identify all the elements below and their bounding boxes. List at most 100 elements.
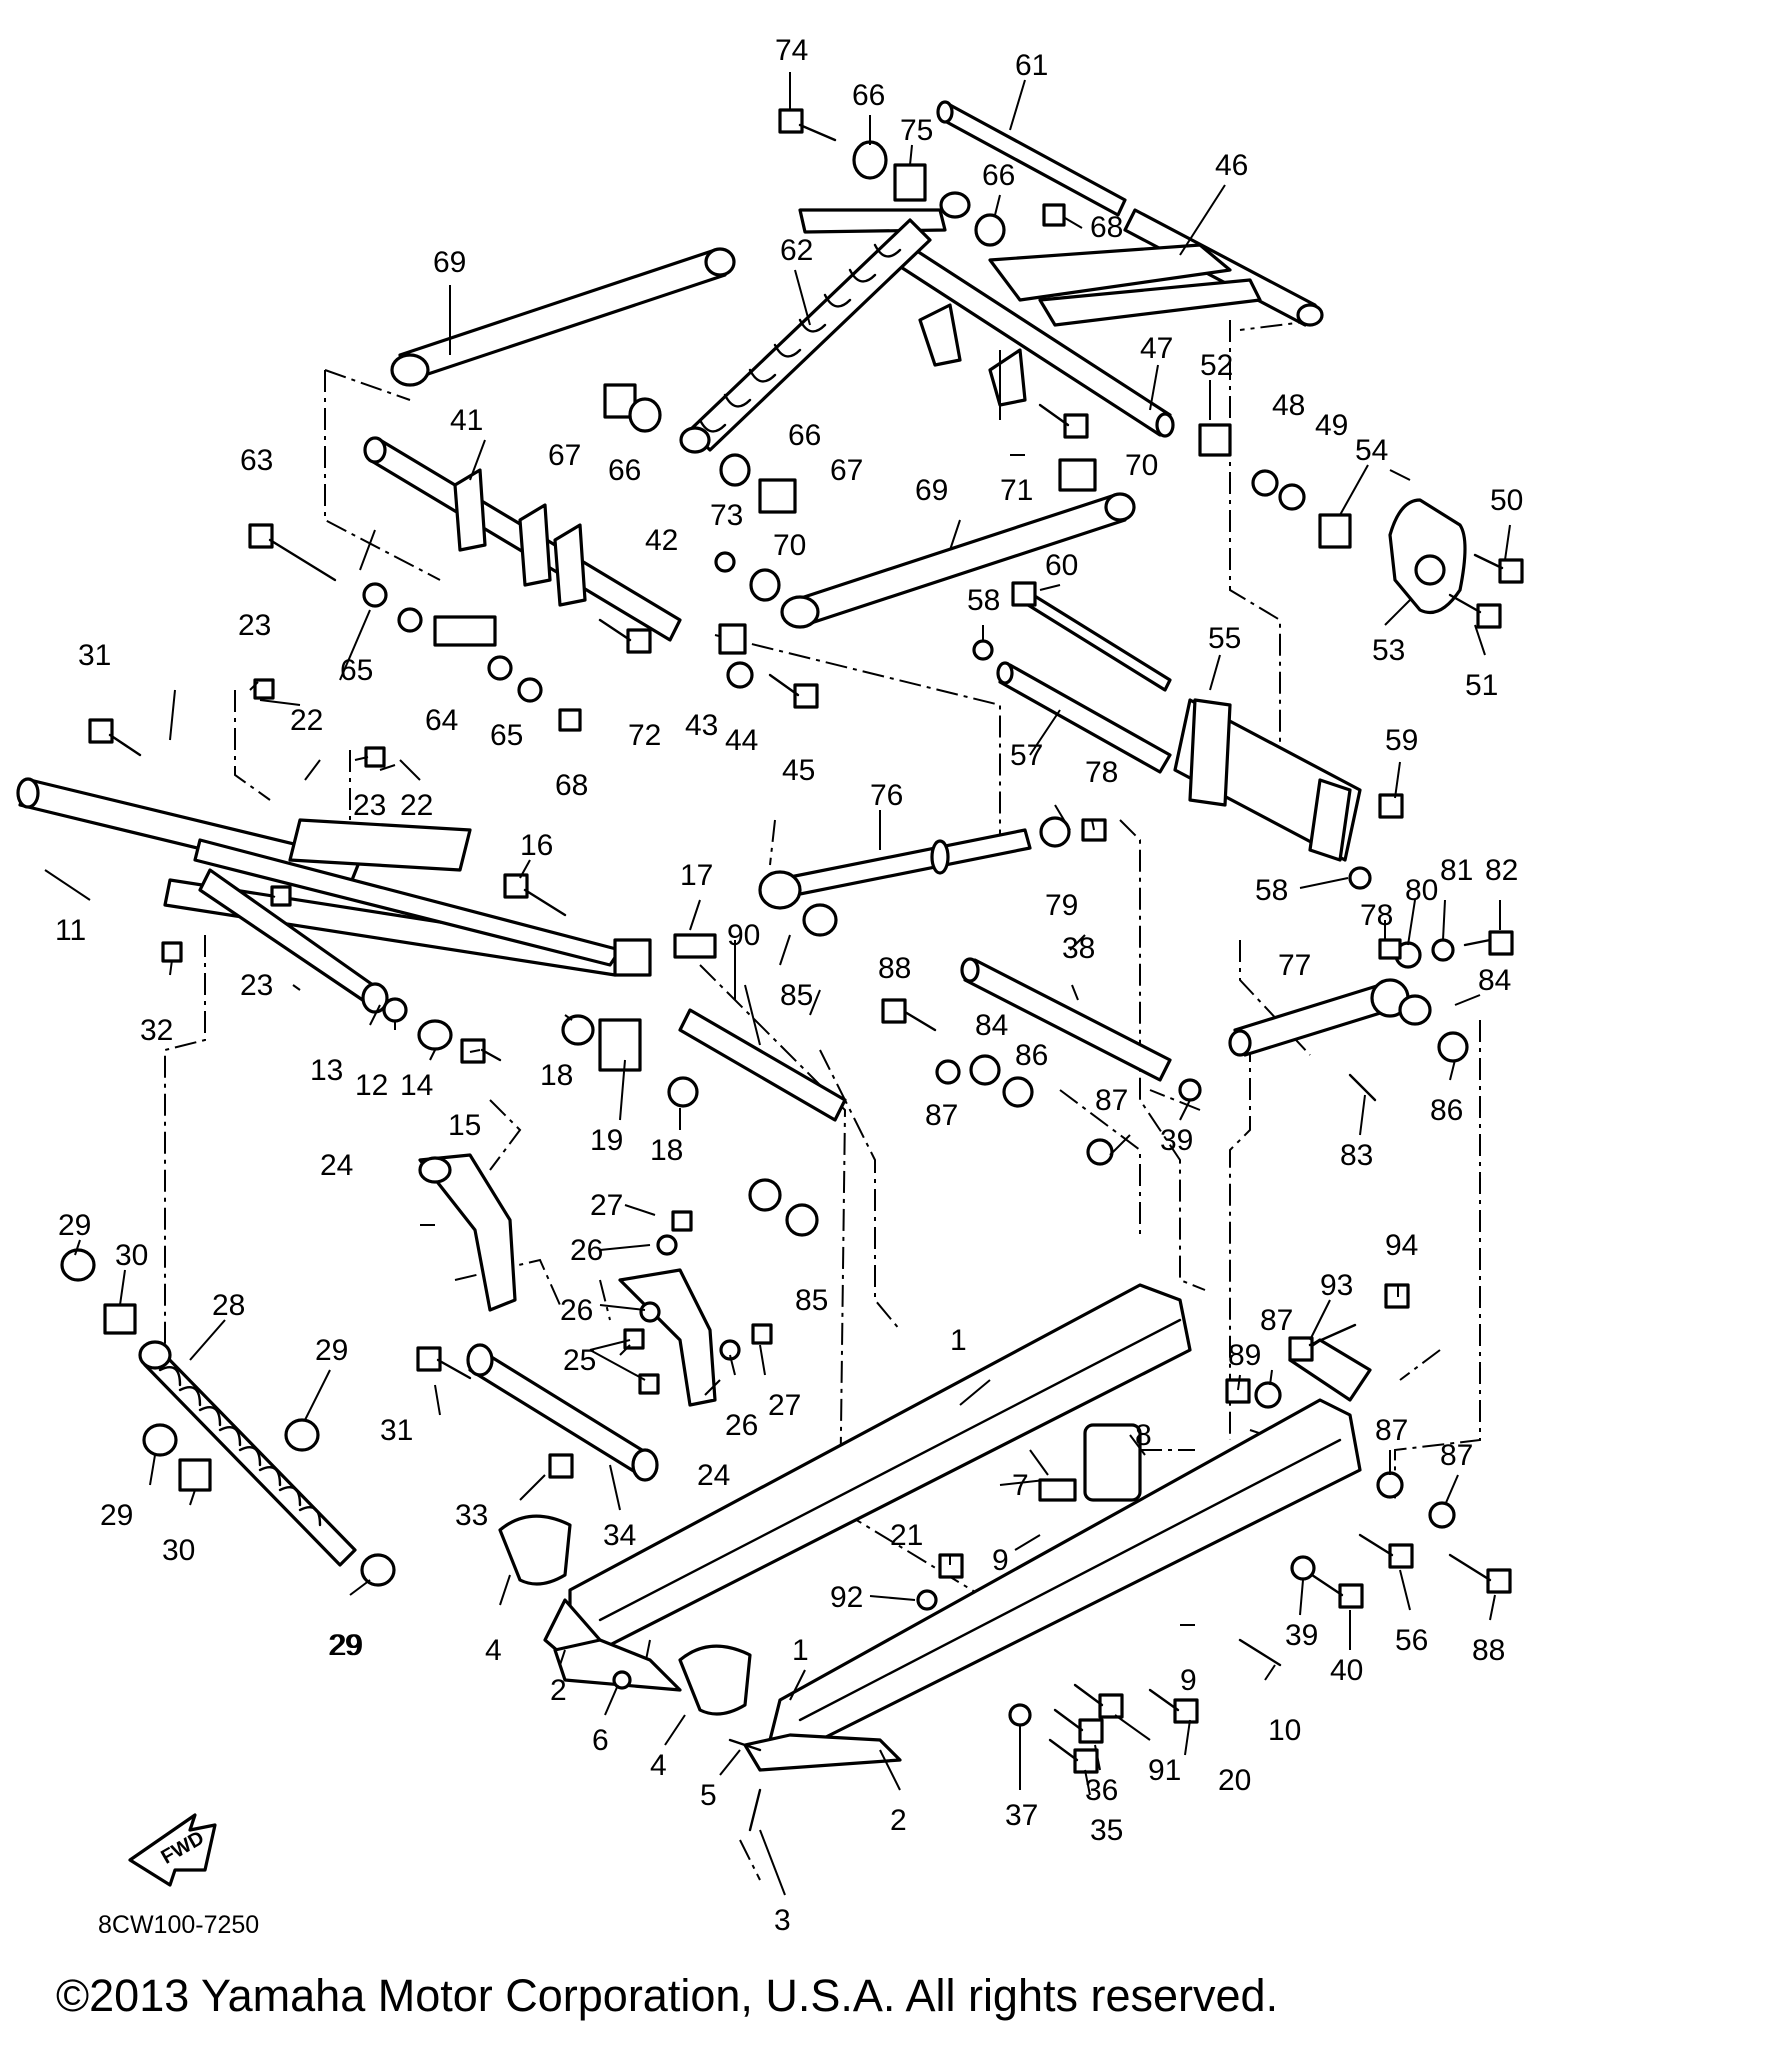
callout-11: 11 <box>55 914 86 947</box>
callout-79: 79 <box>1045 889 1078 922</box>
callout-87b: 87 <box>1095 1084 1128 1117</box>
plate-53 <box>1388 498 1467 615</box>
callout-54: 54 <box>1355 434 1388 467</box>
front-arm-11 <box>16 777 652 1014</box>
shaft-57 <box>996 661 1172 774</box>
callout-88a: 88 <box>878 952 911 985</box>
callout-14: 14 <box>400 1069 433 1102</box>
arm-77 <box>1228 978 1410 1057</box>
callout-24b: 24 <box>697 1459 730 1492</box>
shaft-76 <box>758 828 1032 910</box>
fwd-arrow-icon <box>128 1813 217 1887</box>
bolt-31a <box>88 718 142 757</box>
pin-3 <box>748 1788 762 1832</box>
callout-10: 10 <box>1268 1714 1301 1747</box>
callout-32: 32 <box>140 1014 173 1047</box>
callout-44: 44 <box>725 724 758 757</box>
callout-27b: 27 <box>768 1389 801 1422</box>
shaft-38 <box>960 957 1172 1082</box>
pivot-shaft-41 <box>363 436 682 642</box>
callout-58b: 58 <box>1255 874 1288 907</box>
suspension-parts <box>16 100 1467 1887</box>
callout-84a: 84 <box>1478 964 1511 997</box>
bushings <box>60 140 1469 1587</box>
bolt-51 <box>1448 593 1502 629</box>
callout-72: 72 <box>628 719 661 752</box>
callout-50: 50 <box>1490 484 1523 517</box>
callout-43: 43 <box>685 709 718 742</box>
callout-74: 74 <box>775 34 808 67</box>
rear-shock-62 <box>679 191 971 454</box>
callout-86b: 86 <box>1430 1094 1463 1127</box>
callout-21: 21 <box>890 1519 923 1552</box>
bracket-55 <box>1173 698 1362 862</box>
callout-61: 61 <box>1015 49 1048 82</box>
bolt-15 <box>460 1038 502 1064</box>
bolt-71 <box>1038 403 1089 439</box>
callout-27a: 27 <box>590 1189 623 1222</box>
callout-88b: 88 <box>1472 1634 1505 1667</box>
callout-64: 64 <box>425 704 458 737</box>
callout-76: 76 <box>870 779 903 812</box>
callout-70b: 70 <box>773 529 806 562</box>
stopper-8 <box>1083 1423 1142 1502</box>
callout-62: 62 <box>780 234 813 267</box>
bolt-72 <box>598 618 652 654</box>
callout-45: 45 <box>782 754 815 787</box>
callout-49: 49 <box>1315 409 1348 442</box>
shaft-34 <box>466 1343 659 1482</box>
bolt-40 <box>1310 1573 1364 1609</box>
callout-53: 53 <box>1372 634 1405 667</box>
bracket-24-upper <box>418 1153 517 1312</box>
callout-26a: 26 <box>570 1234 603 1267</box>
callout-86a: 86 <box>1015 1039 1048 1072</box>
bolt-16 <box>503 873 567 917</box>
callout-5: 5 <box>700 1779 717 1812</box>
callout-1a: 1 <box>950 1324 967 1357</box>
callout-23b: 23 <box>353 789 386 822</box>
bolt-50 <box>1473 553 1524 584</box>
callout-68b: 68 <box>555 769 588 802</box>
callout-85b: 85 <box>795 1284 828 1317</box>
callout-8: 8 <box>1135 1419 1152 1452</box>
callout-36: 36 <box>1085 1774 1118 1807</box>
bolt-74 <box>778 108 837 142</box>
callout-30b: 30 <box>162 1534 195 1567</box>
runner-2-right <box>743 1733 902 1772</box>
callout-9a: 9 <box>992 1544 1009 1577</box>
callout-91: 91 <box>1148 1754 1181 1787</box>
callout-68a: 68 <box>1090 211 1123 244</box>
callout-47: 47 <box>1140 332 1173 365</box>
bolt-20 <box>1148 1688 1199 1724</box>
callout-25: 25 <box>563 1344 596 1377</box>
callout-24a: 24 <box>320 1149 353 1182</box>
callout-77: 77 <box>1278 949 1311 982</box>
callout-66c: 66 <box>608 454 641 487</box>
hardware <box>60 108 1524 1832</box>
bolt-88a <box>881 998 937 1032</box>
bolt-45 <box>768 673 819 709</box>
callout-81: 81 <box>1440 854 1473 887</box>
bolt-36 <box>1053 1708 1104 1744</box>
callout-20: 20 <box>1218 1764 1251 1797</box>
callout-48: 48 <box>1272 389 1305 422</box>
bolt-88b <box>1448 1553 1512 1594</box>
callout-38: 38 <box>1062 932 1095 965</box>
callout-26c: 26 <box>725 1409 758 1442</box>
callout-labels: 74 66 75 61 66 68 46 69 62 47 52 48 49 5… <box>55 34 1523 1937</box>
callout-39b: 39 <box>1285 1619 1318 1652</box>
leader-lines <box>44 72 1511 1896</box>
callout-42: 42 <box>645 524 678 557</box>
callout-3: 3 <box>774 1904 791 1937</box>
link-69-lower <box>780 492 1136 629</box>
bolt-31b <box>416 1346 472 1380</box>
bolt-91 <box>1073 1683 1124 1719</box>
pin-5 <box>728 1738 762 1752</box>
callout-39a: 39 <box>1160 1124 1193 1157</box>
callout-85a: 85 <box>780 979 813 1012</box>
callout-26b: 26 <box>560 1294 593 1327</box>
callout-87a: 87 <box>925 1099 958 1132</box>
shaft-47 <box>888 238 1175 438</box>
callout-58a: 58 <box>967 584 1000 617</box>
callout-69b: 69 <box>915 474 948 507</box>
